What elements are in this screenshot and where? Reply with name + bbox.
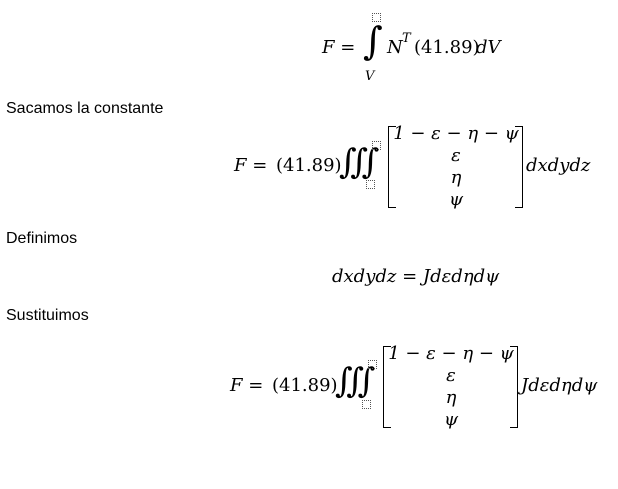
limit-placeholder-box (372, 13, 381, 22)
triple-integral-sign: ∭ (335, 361, 376, 401)
eq4-differential: Jdεdηdψ (521, 375, 598, 396)
eq1-constant: (41.89) (414, 37, 480, 58)
label-sustituimos: Sustituimos (6, 307, 89, 324)
eq4-constant: (41.89) (272, 375, 338, 396)
upper-limit-placeholder-box (372, 141, 381, 150)
vector-entry-4: ψ (443, 409, 459, 430)
eq2-constant: (41.89) (276, 155, 342, 176)
vector-entry-4: ψ (448, 189, 464, 210)
right-bracket (510, 346, 518, 428)
vector-entry-2: ε (446, 365, 456, 386)
left-bracket (383, 346, 391, 428)
vector-entry-1: 1 − ε − η − ψ (393, 123, 519, 144)
integral-subscript: V (365, 69, 375, 84)
shape-function-N: N (387, 37, 403, 58)
integral-sign: ∫ (363, 19, 383, 63)
transpose-superscript: T (402, 31, 411, 46)
eq2-lhs: F = (234, 155, 268, 176)
vector-entry-1: 1 − ε − η − ψ (388, 343, 514, 364)
label-sacamos-constante: Sacamos la constante (6, 100, 164, 117)
eq2-differential: dxdydz (526, 155, 591, 176)
label-definimos: Definimos (6, 230, 78, 247)
right-bracket (515, 126, 523, 208)
vector-entry-3: η (450, 167, 462, 188)
vector-entry-3: η (445, 387, 457, 408)
lower-limit-placeholder-box (366, 180, 375, 189)
triple-integral-sign: ∭ (339, 142, 380, 182)
vector-entry-2: ε (451, 145, 461, 166)
left-bracket (388, 126, 396, 208)
eq4-lhs: F = (230, 375, 264, 396)
eq1-differential: dV (476, 37, 501, 58)
lower-limit-placeholder-box (362, 400, 371, 409)
upper-limit-placeholder-box (368, 360, 377, 369)
eq1-lhs: F = (322, 37, 356, 58)
jacobian-equation: dxdydz = Jdεdηdψ (332, 266, 500, 287)
